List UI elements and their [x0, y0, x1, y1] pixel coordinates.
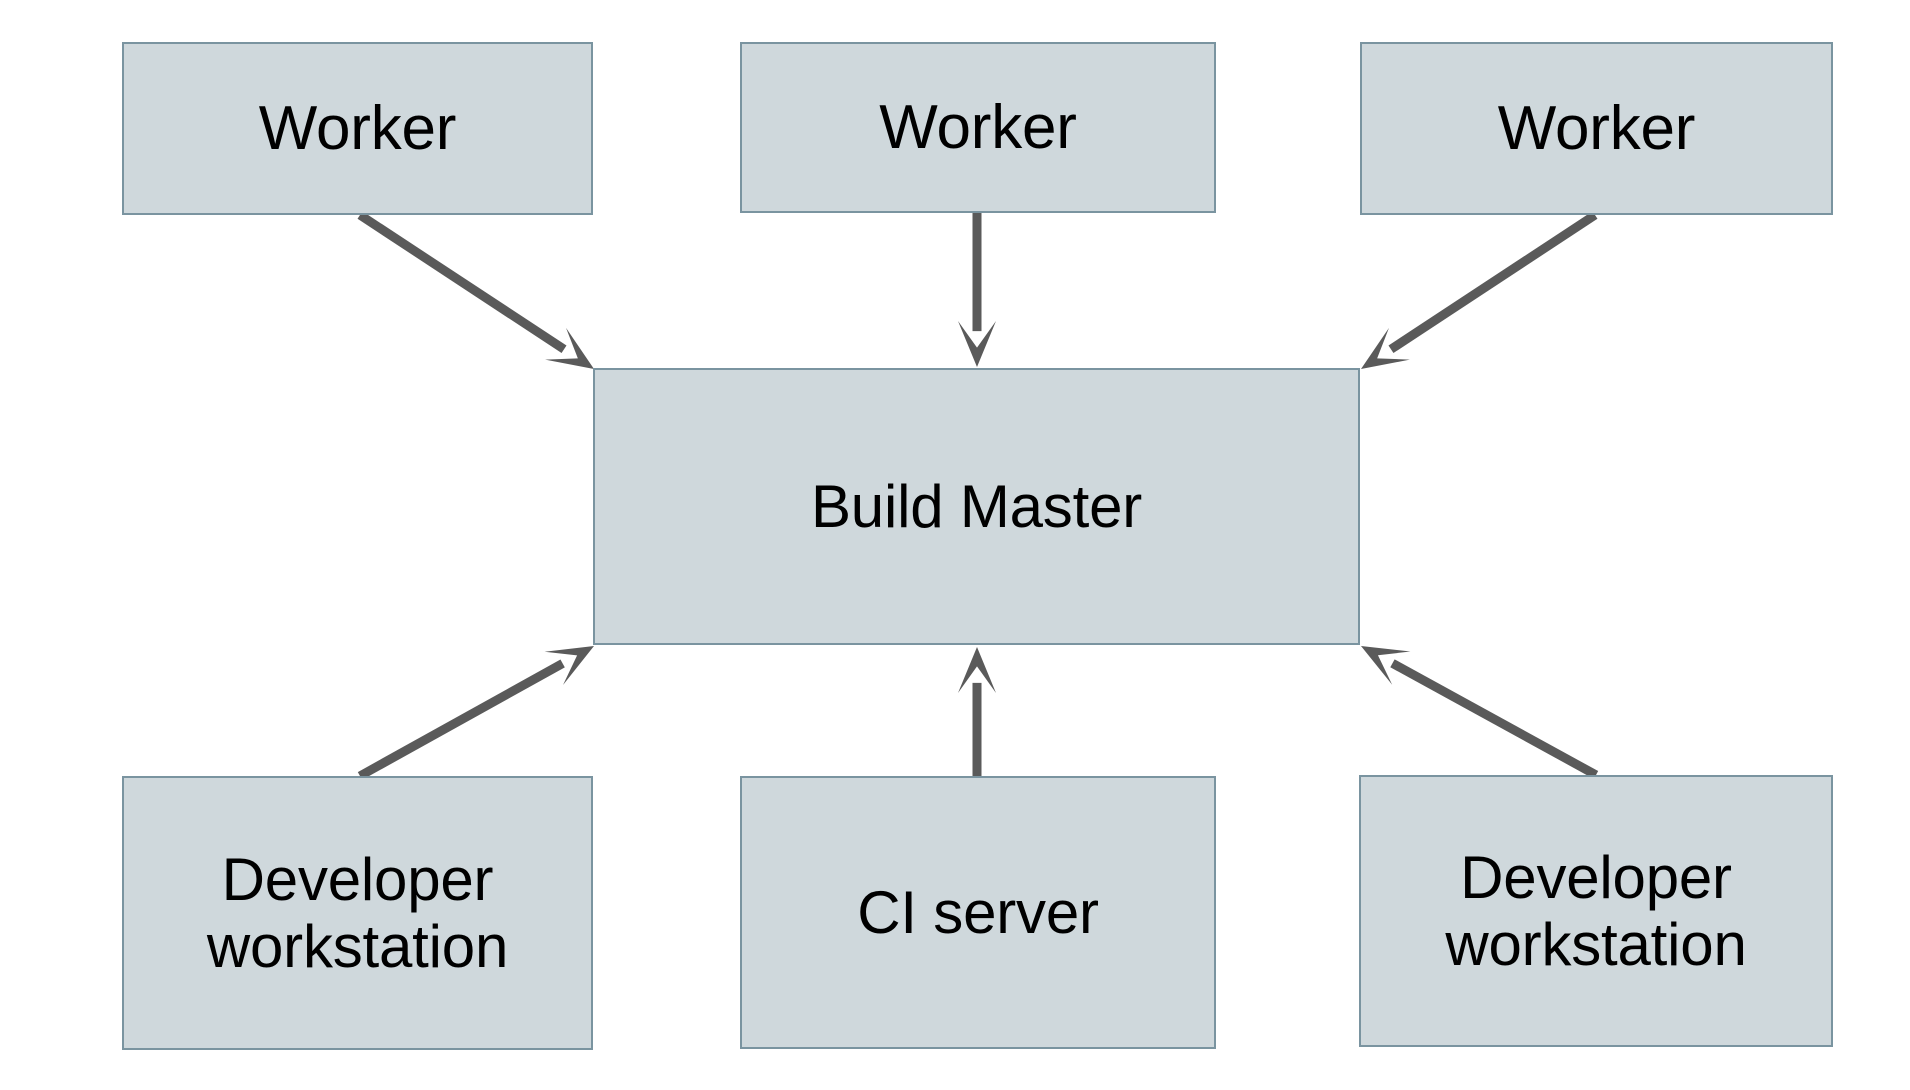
edge-line: [357, 659, 565, 780]
edge-line: [1390, 659, 1599, 779]
edge-arrowhead: [544, 646, 594, 685]
node-worker-left[interactable]: Worker: [122, 42, 593, 215]
node-developer-workstation-right[interactable]: Developer workstation: [1359, 775, 1833, 1047]
node-worker-center[interactable]: Worker: [740, 42, 1216, 213]
node-worker-center-label: Worker: [879, 92, 1077, 162]
node-worker-right-label: Worker: [1497, 93, 1696, 163]
node-ci-server-label: CI server: [857, 878, 1099, 946]
edge-line: [357, 211, 567, 354]
node-worker-left-label: Worker: [258, 93, 457, 163]
node-build-master-label: Build Master: [810, 472, 1143, 540]
node-ci-server[interactable]: CI server: [740, 776, 1216, 1049]
edge-arrowhead: [545, 327, 594, 369]
edge-arrowhead: [1361, 646, 1411, 685]
node-developer-workstation-right-label: Developer workstation: [1445, 843, 1747, 978]
edge-arrowhead: [958, 647, 996, 693]
edge-arrowhead: [958, 321, 996, 367]
edge-arrowhead: [1361, 327, 1410, 369]
node-worker-right[interactable]: Worker: [1360, 42, 1833, 215]
edge-line: [1388, 211, 1598, 354]
node-build-master[interactable]: Build Master: [593, 368, 1360, 645]
node-developer-workstation-left-label: Developer workstation: [206, 845, 509, 980]
node-developer-workstation-left[interactable]: Developer workstation: [122, 776, 593, 1050]
